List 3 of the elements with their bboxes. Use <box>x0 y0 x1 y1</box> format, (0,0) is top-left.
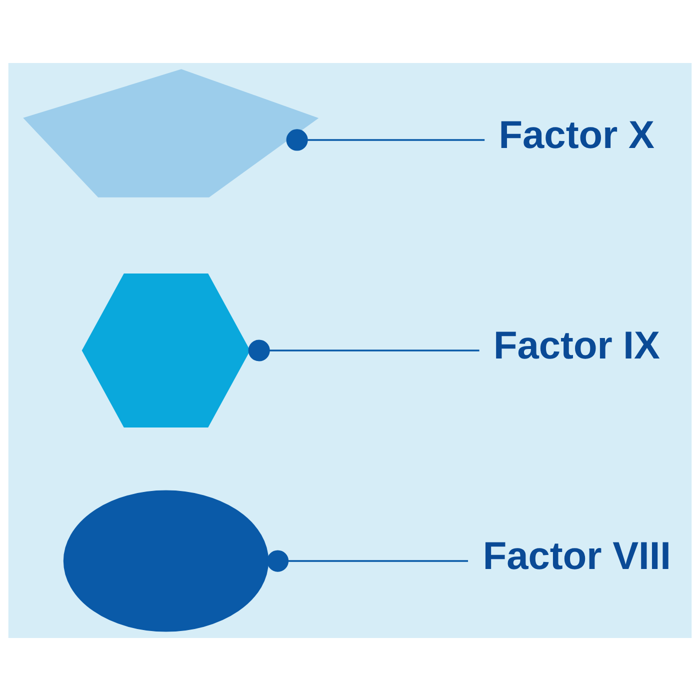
node-text: Factor VIII <box>482 534 671 578</box>
node-text: Factor IX <box>493 324 660 368</box>
node-text: Factor X <box>498 114 654 157</box>
